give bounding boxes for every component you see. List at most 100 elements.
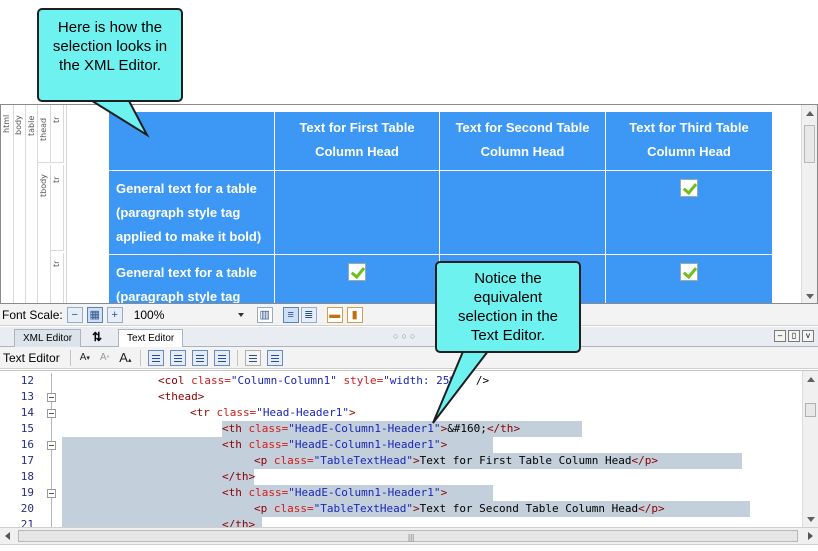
structure-column-html[interactable] [1,105,14,303]
line-numbers-icon[interactable] [148,349,165,366]
scroll-up-arrow-icon[interactable] [807,377,815,382]
document-icon[interactable] [245,349,262,366]
code-line[interactable]: 14<tr class="Head-Header1"> [0,405,800,421]
table-row[interactable]: General text for a table (paragraph styl… [108,170,773,255]
collapse-icon[interactable] [47,441,56,450]
code-line[interactable]: 15<th class="HeadE-Column1-Header1">&#16… [0,421,800,437]
reset-font-button[interactable]: A* [99,352,110,363]
table-row-1-cell-3[interactable] [439,170,606,255]
top-callout-line-2: selection looks in [52,38,168,55]
collapse-icon[interactable] [47,409,56,418]
structure-column-tbody[interactable] [38,165,51,303]
ruler-horizontal-button[interactable]: ▬ [326,306,343,323]
font-scale-select[interactable]: 100% [129,306,249,324]
code-horizontal-scrollbar[interactable]: ||| [0,527,818,545]
table-row-1-cell-2[interactable] [274,170,440,255]
zoom-out-button[interactable]: − [66,306,83,323]
table-row-2-cell-2[interactable] [274,254,440,303]
scroll-thumb[interactable]: ||| [18,530,798,542]
scroll-thumb[interactable] [805,403,816,417]
code-editor[interactable]: 12<col class="Column-Column1" style="wid… [0,370,818,527]
code-line[interactable]: 18</th> [0,469,800,485]
selection-highlight [222,421,582,437]
structure-column-tr-1[interactable] [51,105,64,163]
text-editor-label: Text Editor [3,350,60,365]
format-text-icon[interactable] [267,349,284,366]
pane-menu-button[interactable]: v [802,330,814,342]
scroll-down-arrow-icon[interactable] [807,517,815,522]
line-number: 19 [20,486,34,499]
structure-column-body[interactable] [13,105,26,303]
word-wrap-icon[interactable] [214,349,231,366]
scroll-thumb[interactable] [804,125,815,163]
splitter-grip-icon[interactable]: ○○○ [393,331,419,341]
structure-bar[interactable]: html body table thead tbody tr tr tr [1,105,67,303]
bottom-callout: Notice the equivalent selection in the T… [435,261,581,353]
toolbar-divider [140,349,142,366]
zoom-in-button[interactable]: + [106,306,123,323]
code-line[interactable]: 21</th> [0,517,800,527]
xml-editor-pane[interactable]: html body table thead tbody tr tr tr Tex… [0,104,818,304]
decrease-font-button[interactable]: A▾ [79,352,90,363]
ruler-vertical-button[interactable]: ▮ [346,306,363,323]
show-tags-button[interactable]: ▥ [256,306,273,323]
tab-xml-editor[interactable]: XML Editor [14,329,82,347]
code-line[interactable]: 13<thead> [0,389,800,405]
row-2-text-line-1: General text for a table [116,265,257,280]
scroll-down-arrow-icon[interactable] [806,294,814,299]
structure-label-tr-1: tr [52,116,61,123]
scroll-up-arrow-icon[interactable] [806,111,814,116]
table-header-row[interactable]: Text for First Table Column Head Text fo… [108,111,773,171]
table-header-cell-3[interactable]: Text for Third Table Column Head [605,111,773,171]
swap-arrows-icon[interactable]: ⇅ [92,330,103,344]
reset-font-label: A [99,352,107,363]
line-number: 16 [20,438,34,451]
restore-pane-button[interactable]: ▯ [788,330,800,342]
code-line[interactable]: 20<p class="TableTextHead">Text for Seco… [0,501,800,517]
code-line[interactable]: 19<th class="HeadE-Column1-Header1"> [0,485,800,501]
structure-column-tr-2[interactable] [51,165,64,251]
font-scale-label: Font Scale: [2,307,63,322]
tag-view-icon[interactable] [170,349,187,366]
table-header-cell-2[interactable]: Text for Second Table Column Head [439,111,606,171]
minimize-pane-button[interactable]: – [774,330,786,342]
code-line[interactable]: 12<col class="Column-Column1" style="wid… [0,373,800,389]
toolbar-divider [237,349,239,366]
code-text: <p class="TableTextHead">Text for First … [254,454,658,467]
collapse-icon[interactable] [47,489,56,498]
collapse-icon[interactable] [47,393,56,402]
code-line[interactable]: 16<th class="HeadE-Column1-Header1"> [0,437,800,453]
structure-bar-left-button[interactable]: ≡ [282,306,299,323]
bottom-callout-line-3: selection in the [457,308,559,325]
pane-window-buttons: – ▯ v [774,330,814,342]
structure-column-thead[interactable] [38,105,51,163]
code-vertical-scrollbar[interactable] [802,371,818,527]
structure-label-tr-3: tr [52,260,61,267]
selection-highlight [62,485,493,501]
structure-label-tbody: tbody [39,174,48,197]
structure-column-table[interactable] [25,105,38,303]
xml-editor-vertical-scrollbar[interactable] [801,105,817,303]
highlight-tags-icon[interactable] [192,349,209,366]
structure-bar-top-button[interactable]: ≣ [300,306,317,323]
table-header-cell-empty[interactable] [108,111,275,171]
structure-column-tr-3[interactable] [51,253,64,303]
table-row-1-cell-1[interactable]: General text for a table (paragraph styl… [108,170,275,255]
table-header-text-3b: Column Head [647,144,731,159]
tab-text-editor[interactable]: Text Editor [118,329,184,348]
table-row-1-cell-4[interactable] [605,170,773,255]
table-header-cell-1[interactable]: Text for First Table Column Head [274,111,440,171]
scroll-right-arrow-icon[interactable] [808,532,813,540]
table-row-2-cell-1[interactable]: General text for a table (paragraph styl… [108,254,275,304]
xml-table[interactable]: Text for First Table Column Head Text fo… [108,111,773,304]
bottom-callout-line-1: Notice the [474,270,542,287]
toolbar-divider [69,349,71,366]
line-number: 13 [20,390,34,403]
increase-font-button[interactable]: A▴ [119,350,132,365]
checkmark-icon [348,263,366,281]
row-2-text-line-2: (paragraph style tag [116,289,241,304]
table-row-2-cell-4[interactable] [605,254,773,303]
code-line[interactable]: 17<p class="TableTextHead">Text for Firs… [0,453,800,469]
scroll-left-arrow-icon[interactable] [5,532,10,540]
actual-size-button[interactable]: ▦ [86,306,103,323]
